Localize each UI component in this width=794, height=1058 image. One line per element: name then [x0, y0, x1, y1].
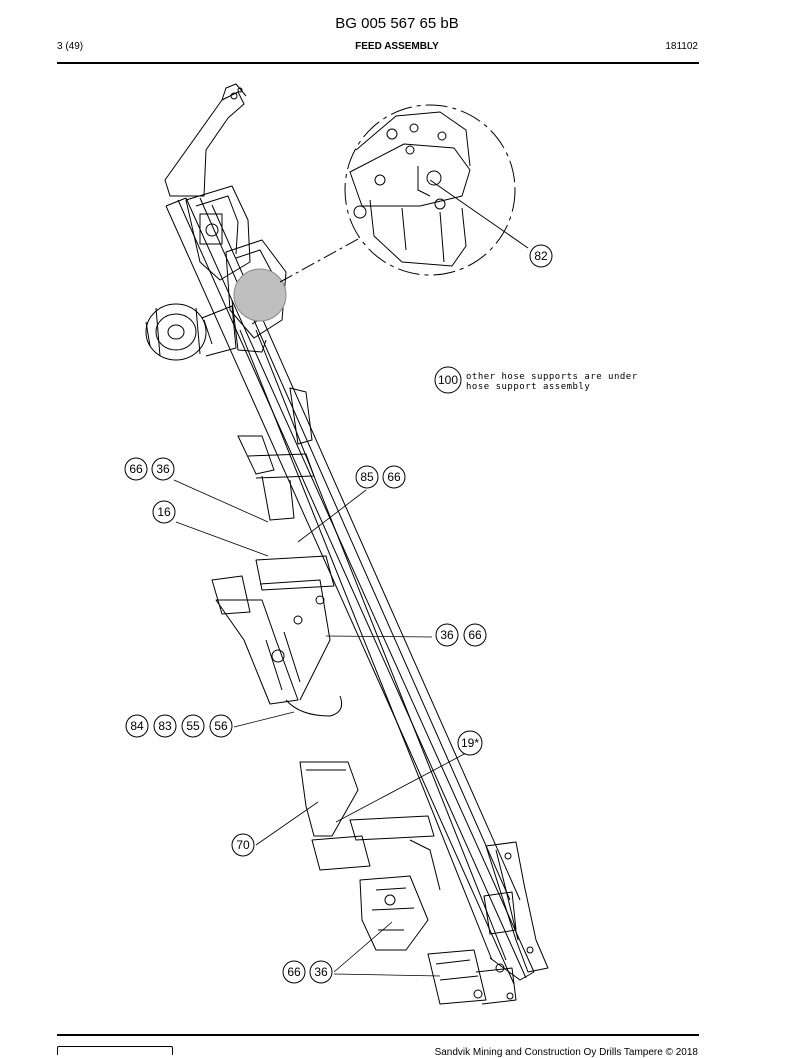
lower-cradle	[299, 761, 441, 951]
callout-66: 66	[287, 965, 301, 979]
hose-guide	[164, 83, 247, 197]
rock-drill	[185, 185, 287, 353]
upper-cradle	[211, 387, 335, 705]
header-divider	[57, 62, 699, 64]
detail-view	[344, 104, 529, 276]
hose-support-bracket	[483, 841, 549, 973]
callout-70: 70	[236, 838, 250, 852]
detail-leader	[279, 237, 361, 283]
callout-19: 19*	[461, 736, 479, 750]
hose-loop	[285, 695, 343, 717]
callout-16: 16	[157, 505, 171, 519]
document-number: BG 005 567 65 bB	[335, 15, 459, 32]
callout-66: 66	[468, 628, 482, 642]
callout-66: 66	[387, 470, 401, 484]
note-line-2: hose support assembly	[466, 382, 590, 392]
document-date: 181102	[665, 41, 698, 52]
footer-divider	[57, 1034, 699, 1036]
callout-66: 66	[129, 462, 143, 476]
rod-guide	[427, 949, 517, 1005]
callout-100: 100	[438, 373, 458, 387]
sandvik-logo	[57, 1046, 173, 1055]
feed-beam	[165, 197, 535, 985]
callout-84: 84	[130, 719, 144, 733]
callout-56: 56	[214, 719, 228, 733]
callout-36: 36	[156, 462, 170, 476]
callout-55: 55	[186, 719, 200, 733]
callout-83: 83	[158, 719, 172, 733]
callout-85: 85	[360, 470, 374, 484]
note-line-1: other hose supports are under	[466, 372, 638, 382]
hydraulic-motor	[145, 303, 237, 361]
page-number: 3 (49)	[57, 41, 84, 52]
detail-highlight	[233, 268, 287, 322]
callout-82: 82	[534, 249, 548, 263]
callout-36: 36	[440, 628, 454, 642]
page-title: FEED ASSEMBLY	[355, 41, 439, 52]
callout-36: 36	[314, 965, 328, 979]
